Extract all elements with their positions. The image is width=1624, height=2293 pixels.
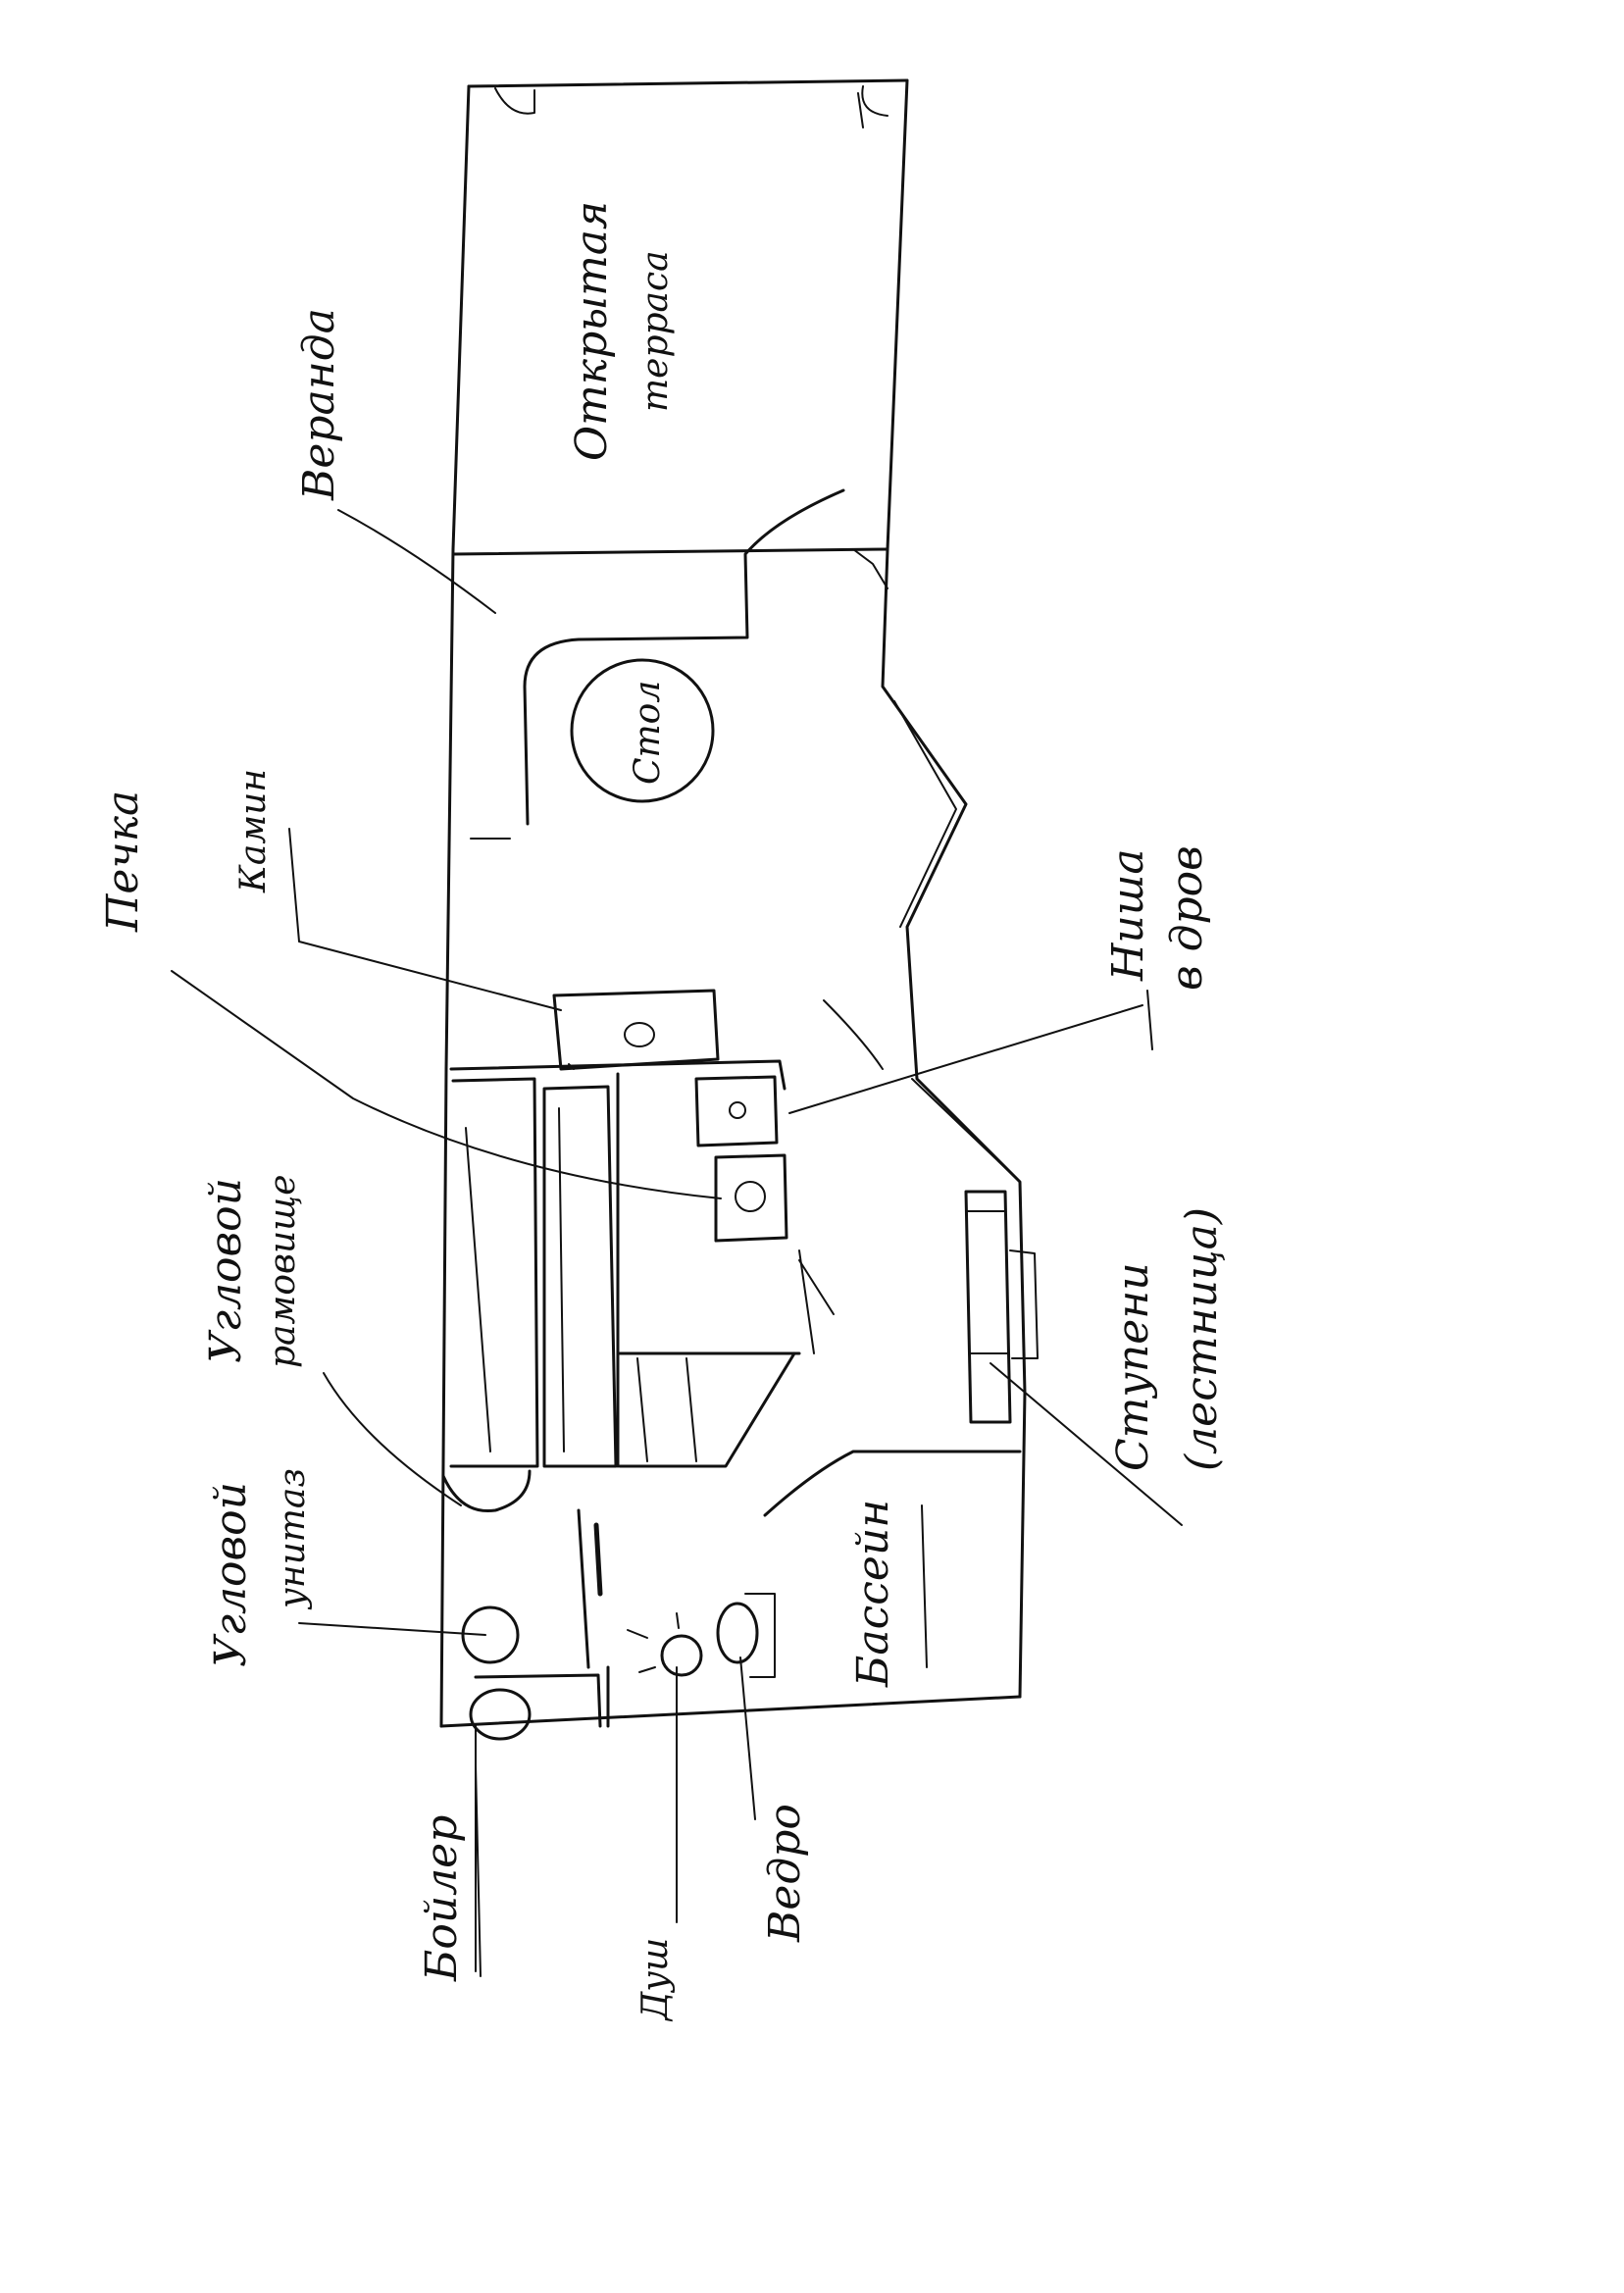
label-bucket: Ведро xyxy=(760,1804,810,1943)
steps-shape xyxy=(964,1190,1039,1424)
leader-lines xyxy=(171,509,1183,1972)
inner-rooms xyxy=(449,999,1021,1468)
fireplace-shape xyxy=(552,989,720,1071)
leader-veranda xyxy=(337,509,496,614)
leader-corner-couch xyxy=(323,1372,462,1506)
labels: Открытая терраса Веранда Стол Камин Печк… xyxy=(98,201,1227,2022)
label-corner-couch-line2: рамовище xyxy=(263,1174,303,1368)
label-corner-toilet-line1: Угловой xyxy=(206,1482,256,1667)
table-shape xyxy=(570,658,715,803)
leader-stove xyxy=(171,970,722,1199)
label-corner-toilet-line2: унитаз xyxy=(273,1468,313,1610)
label-open-terrace-line1: Открытая xyxy=(567,201,617,461)
leader-fireplace xyxy=(288,828,562,1011)
label-steps-line2: (лестница) xyxy=(1177,1207,1227,1471)
label-pool: Бассейн xyxy=(848,1500,898,1688)
label-underlines xyxy=(475,990,1153,1977)
label-table: Стол xyxy=(628,681,668,785)
building-outline xyxy=(439,78,1027,1728)
label-shower: Душ xyxy=(635,1938,676,2022)
label-veranda: Веранда xyxy=(294,308,344,501)
label-steps-line1: Ступени xyxy=(1108,1262,1158,1471)
terrace-corner-posts xyxy=(494,85,888,128)
label-niche-line2: в дров xyxy=(1162,845,1212,991)
leader-niche xyxy=(788,1004,1143,1114)
label-corner-couch-line1: Угловой xyxy=(201,1178,251,1363)
label-open-terrace-line2: терраса xyxy=(635,250,676,412)
label-boiler: Бойлер xyxy=(417,1815,467,1982)
label-niche-line1: Ниша xyxy=(1103,848,1153,982)
label-fireplace: Камин xyxy=(233,769,274,893)
leader-corner-toilet xyxy=(298,1622,486,1636)
leader-steps xyxy=(990,1362,1183,1526)
bathroom-area xyxy=(441,1469,776,1741)
pool-area xyxy=(763,1450,1022,1668)
veranda-area xyxy=(470,488,888,840)
leader-bucket xyxy=(739,1656,756,1820)
label-stove: Печка xyxy=(98,790,148,933)
